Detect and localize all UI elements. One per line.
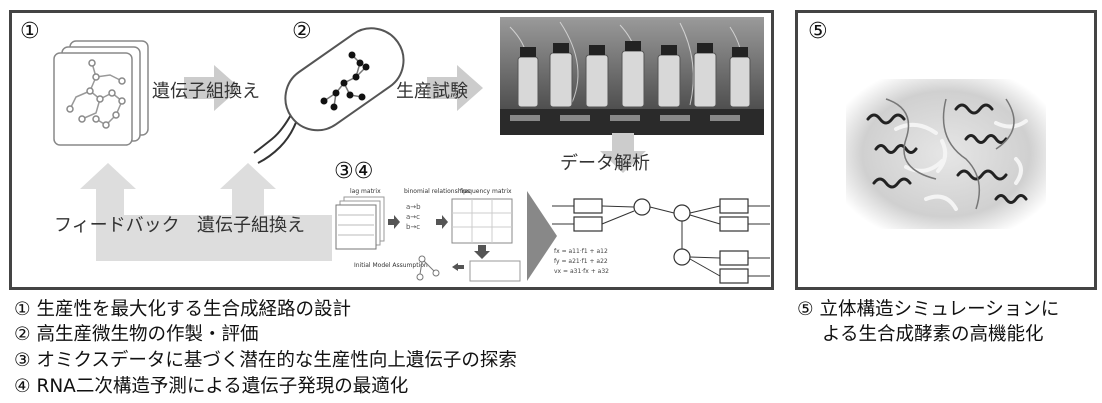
omics-analysis-figure: lag matrix binomial relationships a→b a→c…	[335, 188, 521, 282]
caption-1: ① 生産性を最大化する生合成経路の設計	[14, 299, 351, 320]
caption-4: ④ RNA二次構造予測による遺伝子発現の最適化	[14, 376, 409, 397]
microbe-illustration	[253, 27, 405, 164]
svg-text:fx = a11·f1 + a12: fx = a11·f1 + a12	[554, 248, 608, 255]
arrow-right-big	[527, 191, 557, 281]
svg-text:a→c: a→c	[406, 213, 420, 221]
svg-text:fy = a21·f1 + a22: fy = a21·f1 + a22	[554, 258, 608, 265]
step-1-label: ①	[20, 19, 40, 44]
gene-recombination-label-bottom: 遺伝子組換え	[197, 215, 305, 236]
pathway-design-illustration	[53, 40, 149, 146]
svg-text:a→b: a→b	[406, 203, 421, 211]
svg-text:b→c: b→c	[406, 223, 420, 231]
feedback-label: フィードバック	[54, 215, 180, 236]
feedback-arrows	[80, 163, 332, 261]
data-analysis-label: データ解析	[560, 153, 650, 174]
bioreactor-photo	[500, 17, 764, 135]
protein-structure-image	[846, 79, 1046, 229]
arrow-right-2	[427, 65, 483, 111]
network-model-figure: fx = a11·f1 + a12 fy = a21·f1 + a22 vx = …	[552, 198, 770, 284]
gene-recombination-label-top: 遺伝子組換え	[152, 81, 260, 102]
production-test-label: 生産試験	[396, 81, 468, 102]
enzyme-simulation-panel: ⑤	[795, 10, 1097, 290]
svg-text:vx = a31·fx + a32: vx = a31·fx + a32	[554, 268, 609, 275]
step-3-4-label: ③④	[334, 159, 374, 184]
lag-matrix-text: lag matrix	[350, 188, 381, 195]
step-5-label: ⑤	[808, 19, 828, 44]
step-2-label: ②	[292, 19, 312, 44]
caption-5-line-2: よる生合成酵素の高機能化	[822, 324, 1044, 345]
arrow-down	[600, 133, 646, 173]
caption-2: ② 高生産微生物の作製・評価	[14, 324, 259, 345]
arrow-right-1	[184, 65, 240, 111]
frequency-matrix-text: frequency matrix	[460, 188, 512, 195]
binomial-text: binomial relationships	[404, 188, 470, 195]
caption-3: ③ オミクスデータに基づく潜在的な生産性向上遺伝子の探索	[14, 350, 517, 371]
initial-model-text: Initial Model Assumption	[354, 262, 428, 269]
workflow-panel: ① 遺伝子組換え ②	[9, 10, 774, 290]
caption-5-line-1: ⑤ 立体構造シミュレーションに	[797, 299, 1060, 320]
